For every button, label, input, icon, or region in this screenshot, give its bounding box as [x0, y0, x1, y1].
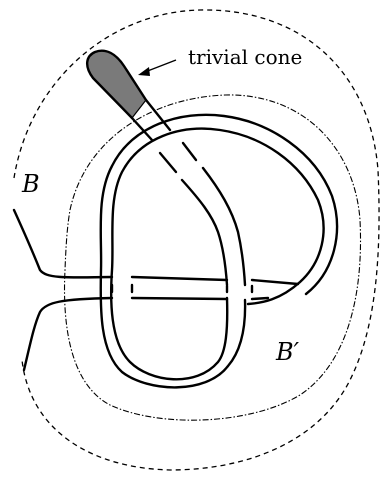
diagonal-strand-lower-a [180, 178, 229, 287]
horizontal-strand-upper-right [250, 278, 300, 286]
cone-label: trivial cone [188, 45, 302, 69]
diagonal-strand-upper-b [181, 141, 198, 162]
inner-ball-label: B′ [275, 338, 300, 366]
diagonal-strand-lower-b [201, 166, 247, 287]
knotted-band [12, 49, 339, 389]
horizontal-strand-lower-left [22, 296, 114, 372]
cone-cut-line [131, 99, 147, 119]
cone-outline [86, 49, 172, 132]
loop-outer-edge [109, 127, 325, 381]
horizontal-strand-upper-mid [130, 275, 229, 282]
cone-pointer-arrow [138, 59, 177, 76]
horizontal-strand-lower-mid [130, 296, 229, 301]
outer-ball-label: B [21, 170, 40, 198]
inner-ball-boundary [63, 94, 362, 421]
horizontal-strand-lower-right [250, 296, 270, 301]
horizontal-strand-upper-left [12, 208, 114, 279]
diagonal-strand-upper-a [158, 151, 178, 174]
trivial-cone-shading [87, 50, 146, 118]
outer-ball-boundary [13, 9, 380, 471]
loop-inner-edge [99, 113, 339, 389]
cone-left-edge [130, 116, 154, 142]
